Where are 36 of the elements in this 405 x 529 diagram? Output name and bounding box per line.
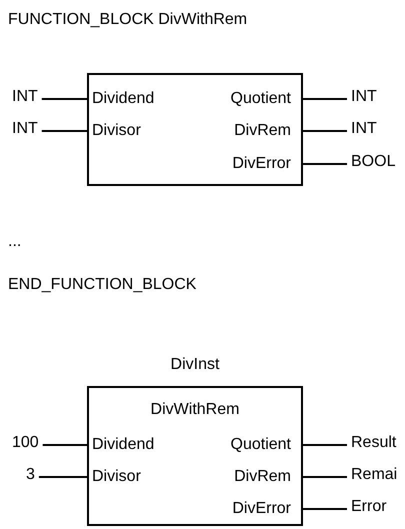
pin-label: Dividend [89, 89, 154, 109]
value-label: 3 [22, 465, 39, 485]
connector-line [301, 163, 347, 165]
pin-label: Quotient [230, 89, 301, 109]
type-label: INT [8, 87, 42, 107]
pin-label: DivRem [234, 467, 301, 487]
connector-line [42, 98, 89, 100]
connector-line [38, 476, 89, 478]
pin-label: Dividend [89, 435, 154, 455]
connector-line [301, 130, 347, 132]
ellipsis-text: ... [8, 232, 22, 252]
connector-line [42, 130, 89, 132]
instance-name: DivInst [170, 355, 220, 375]
connector-line [301, 98, 347, 100]
value-label: 100 [8, 433, 43, 453]
pin-label: DivRem [234, 121, 301, 141]
code-line: FUNCTION_BLOCK DivWithRem [8, 10, 248, 30]
variable-label: Result [347, 433, 400, 453]
connector-line [301, 476, 347, 478]
pin-label: Quotient [230, 435, 301, 455]
block-type-name: DivWithRem [150, 400, 240, 420]
variable-label: Error [347, 497, 391, 517]
type-label: INT [347, 87, 381, 107]
function-block-box [87, 73, 303, 186]
type-label: INT [8, 119, 42, 139]
connector-line [42, 444, 89, 446]
variable-label: Remai [347, 465, 402, 485]
connector-line [301, 508, 347, 510]
pin-label: DivError [232, 499, 301, 519]
pin-label: DivError [232, 154, 301, 174]
type-label: BOOL [347, 152, 400, 172]
code-line: END_FUNCTION_BLOCK [8, 275, 196, 295]
pin-label: Divisor [89, 467, 141, 487]
type-label: INT [347, 119, 381, 139]
pin-label: Divisor [89, 121, 141, 141]
connector-line [301, 444, 347, 446]
